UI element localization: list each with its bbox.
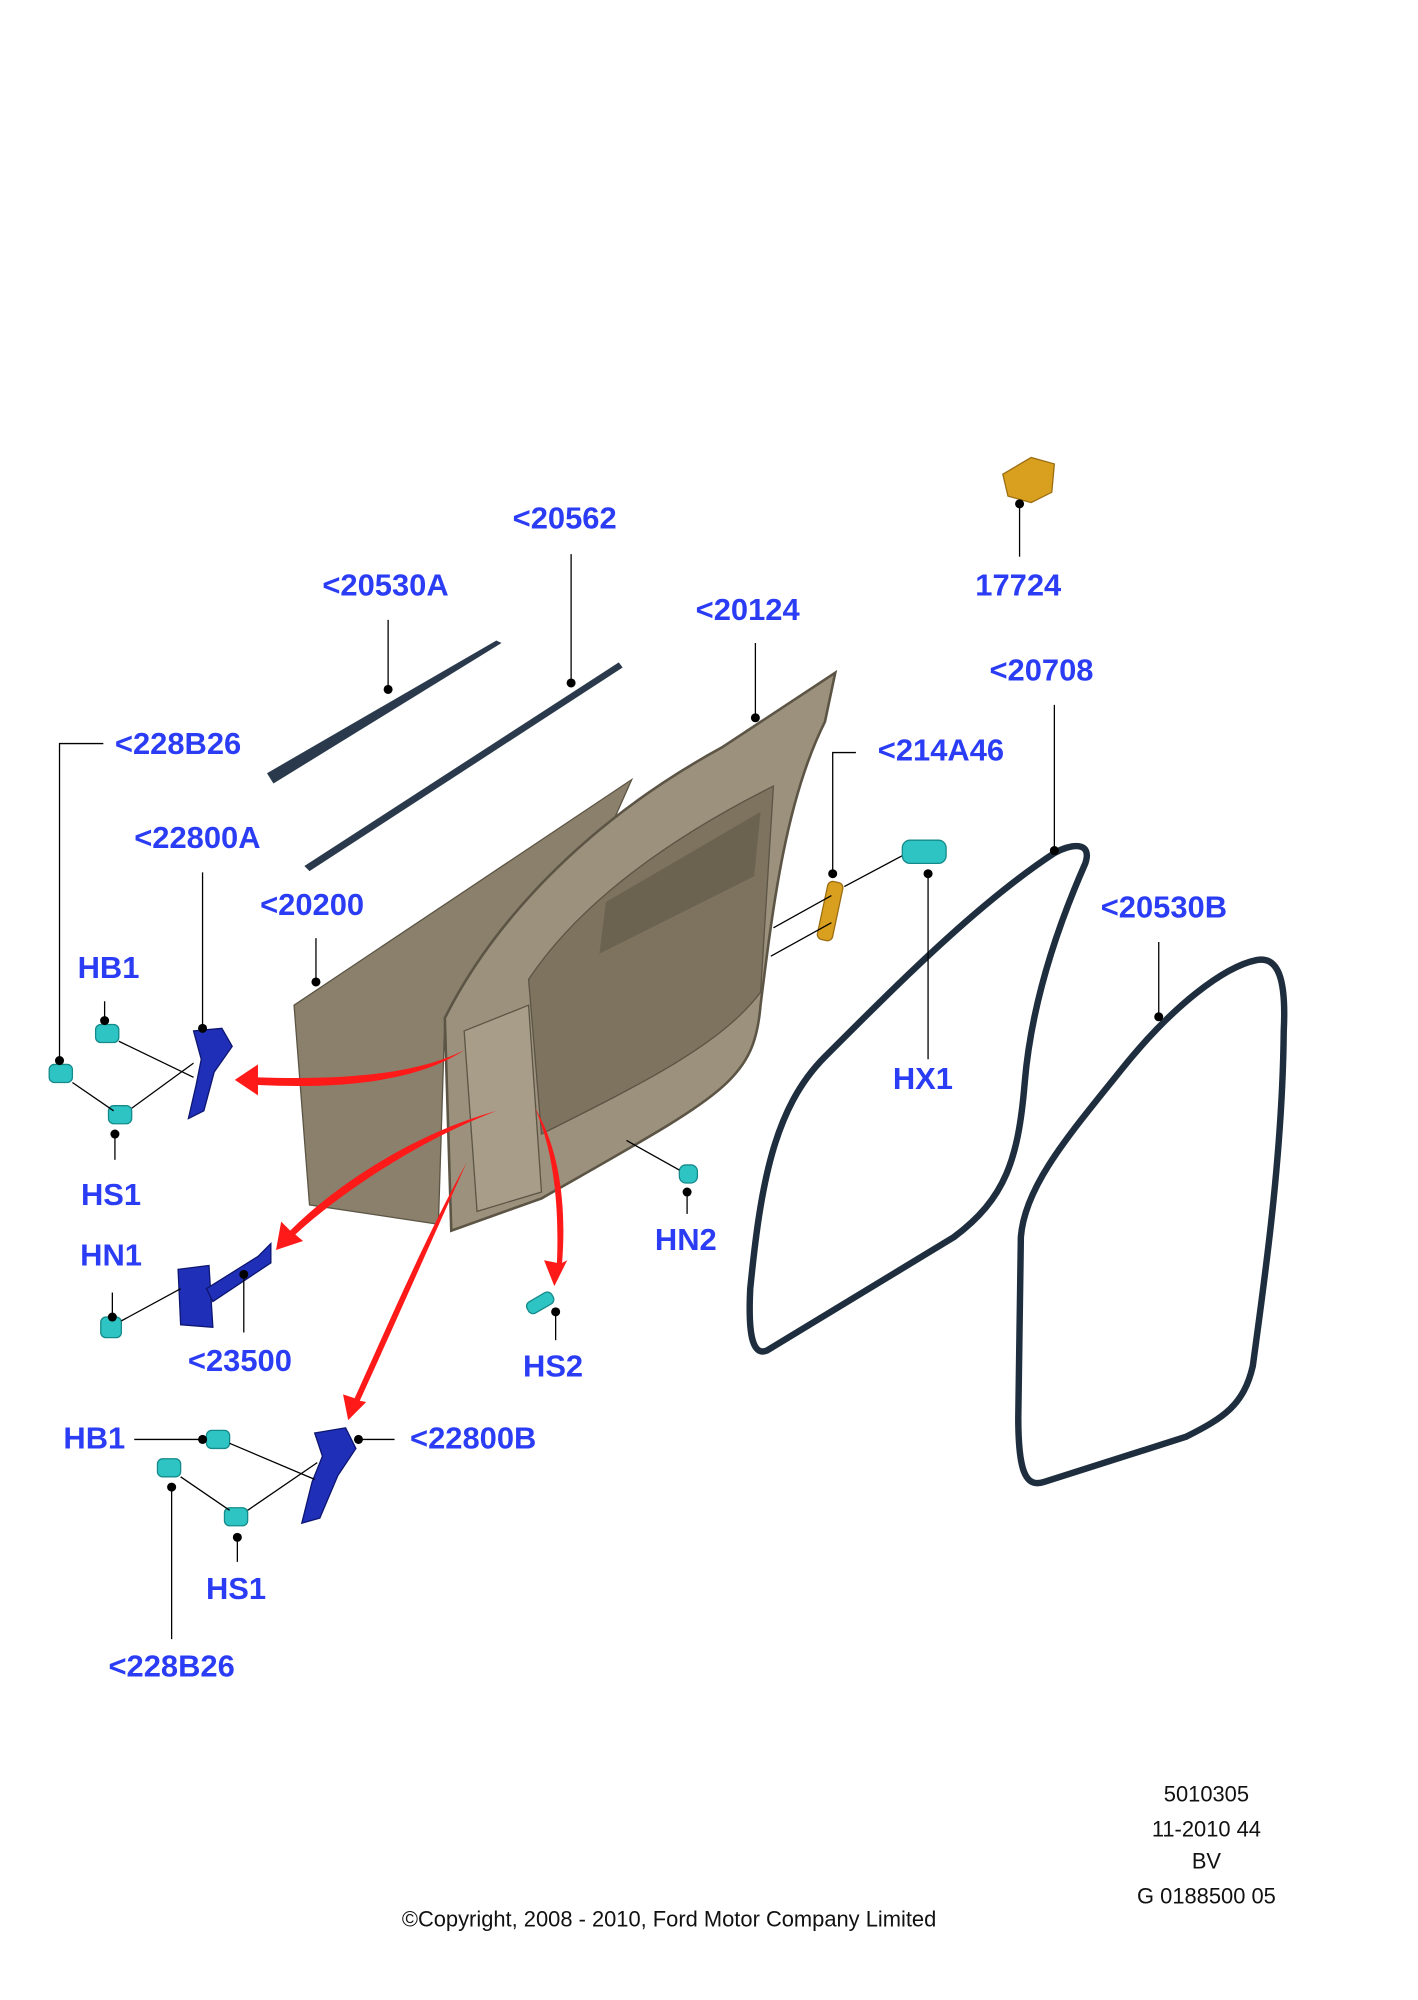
arrow-lower-hinge bbox=[343, 1162, 467, 1421]
arrow-upper-hinge bbox=[234, 1050, 465, 1096]
bolt-228B26-lower bbox=[156, 1458, 182, 1478]
bolt-HB1-lower bbox=[205, 1429, 231, 1450]
bolt-HN2 bbox=[678, 1164, 699, 1184]
label-HX1: HX1 bbox=[893, 1061, 953, 1096]
label-228B26-bottom: <228B26 bbox=[108, 1649, 234, 1684]
label-20530A: <20530A bbox=[322, 567, 448, 602]
strip-20562 bbox=[304, 662, 623, 872]
label-HS2: HS2 bbox=[523, 1348, 583, 1383]
label-HB1-top: HB1 bbox=[78, 950, 140, 985]
bolt-HX1 bbox=[901, 839, 947, 865]
label-20708: <20708 bbox=[989, 652, 1093, 687]
ref-number: 5010305 bbox=[1164, 1782, 1249, 1807]
ref-code: BV bbox=[1192, 1849, 1222, 1874]
door-frame-20124 bbox=[443, 669, 838, 1233]
part-214A46 bbox=[816, 880, 844, 942]
label-20124: <20124 bbox=[696, 592, 801, 627]
strip-20530A bbox=[266, 640, 502, 784]
arrow-hs2 bbox=[535, 1108, 568, 1287]
bolt-HS1 bbox=[107, 1105, 133, 1125]
label-20562: <20562 bbox=[513, 500, 617, 535]
callout-labels: <20562 <20530A <20124 17724 <20708 <228B… bbox=[63, 500, 1227, 1683]
label-HB1-bottom: HB1 bbox=[63, 1420, 125, 1455]
label-HS1-bottom: HS1 bbox=[206, 1571, 266, 1606]
ref-graphic-id: G 0188500 05 bbox=[1137, 1883, 1276, 1908]
bolt-HS2 bbox=[525, 1291, 555, 1315]
bolt-HS1-lower bbox=[223, 1507, 249, 1527]
label-214A46: <214A46 bbox=[878, 732, 1004, 767]
label-HN2: HN2 bbox=[655, 1222, 717, 1257]
ref-date: 11-2010 44 bbox=[1152, 1816, 1261, 1841]
lower-hinge-22800B bbox=[156, 1427, 357, 1527]
seal-20708 bbox=[746, 842, 1090, 1355]
bolt-228B26 bbox=[48, 1063, 74, 1084]
leader-lines bbox=[55, 499, 1164, 1640]
copyright: ©Copyright, 2008 - 2010, Ford Motor Comp… bbox=[402, 1907, 936, 1932]
label-HN1: HN1 bbox=[80, 1237, 142, 1272]
bolt-HB1 bbox=[94, 1023, 120, 1044]
footer: 5010305 11-2010 44 BV G 0188500 05 ©Copy… bbox=[402, 1782, 1276, 1932]
seal-20530B bbox=[1015, 956, 1288, 1487]
label-HS1-top: HS1 bbox=[81, 1177, 141, 1212]
label-22800A: <22800A bbox=[134, 820, 260, 855]
label-17724: 17724 bbox=[975, 567, 1062, 602]
upper-hinge-22800A bbox=[187, 1027, 233, 1120]
label-228B26-top: <228B26 bbox=[115, 726, 241, 761]
label-20530B: <20530B bbox=[1101, 890, 1227, 925]
label-22800B: <22800B bbox=[410, 1420, 536, 1455]
label-20200: <20200 bbox=[260, 887, 364, 922]
arrows bbox=[234, 1050, 568, 1421]
clip-17724 bbox=[1002, 456, 1056, 504]
label-23500: <23500 bbox=[188, 1343, 292, 1378]
bolts-upper bbox=[48, 1023, 194, 1125]
